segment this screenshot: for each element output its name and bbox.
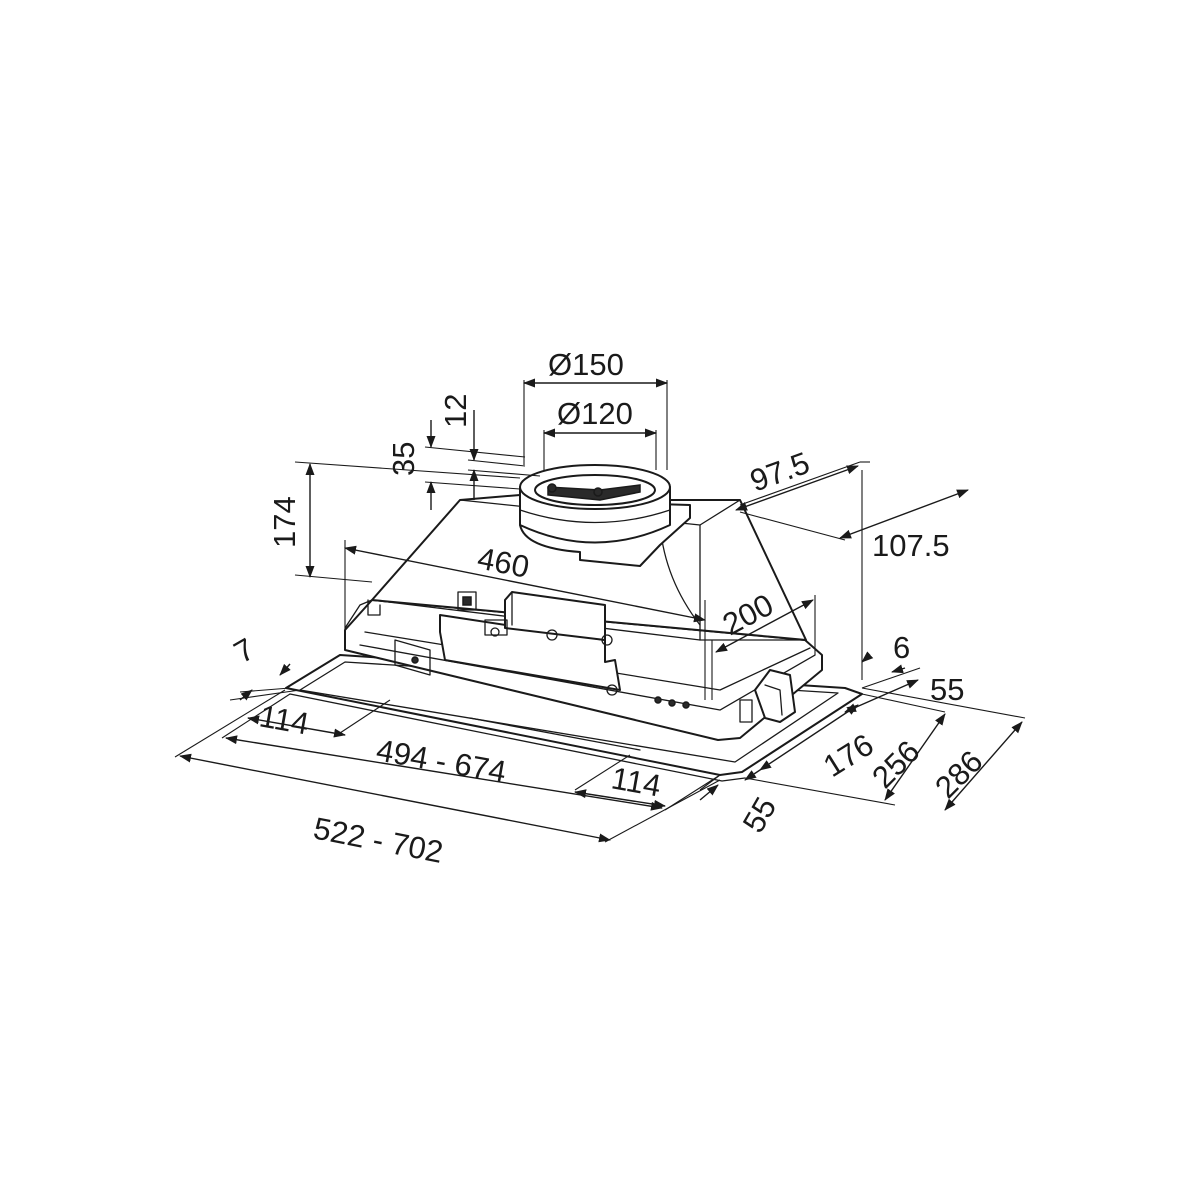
label-h174: 174 xyxy=(267,496,302,548)
label-d150: Ø150 xyxy=(548,347,624,382)
h35-ext-top xyxy=(424,446,526,458)
right-clamp-pin xyxy=(739,699,753,723)
d55b-arrow-a xyxy=(699,784,719,801)
label-w522-702: 522 - 702 xyxy=(311,811,446,870)
motor-screw-1 xyxy=(546,629,558,641)
d176-line xyxy=(759,704,859,771)
w522-line xyxy=(179,753,611,843)
d6-arrow-a xyxy=(861,651,874,663)
h174-ext-bottom xyxy=(294,574,373,583)
motor-screw-2 xyxy=(601,634,613,646)
connector-left-core xyxy=(462,596,472,606)
label-w114-right: 114 xyxy=(609,760,664,803)
d200-line xyxy=(715,599,814,653)
label-w114-left: 114 xyxy=(257,698,312,741)
h35-ext-bottom xyxy=(424,481,521,490)
collar-mid-line xyxy=(519,509,671,524)
label-h12: 12 xyxy=(438,394,473,428)
control-panel xyxy=(394,639,431,676)
light-dot-3 xyxy=(668,699,676,707)
light-dot-2 xyxy=(654,696,662,704)
h12-ext-bottom xyxy=(467,469,541,477)
dimension-lines xyxy=(174,378,1026,843)
w114l-line xyxy=(247,715,346,738)
damper-hinge-1 xyxy=(547,483,557,493)
label-d55-bottom: 55 xyxy=(736,791,784,838)
bottom-frame-lip xyxy=(289,693,746,782)
w522-ext-left xyxy=(174,689,286,758)
d286-line xyxy=(944,721,1023,811)
light-dot-4 xyxy=(682,701,690,709)
w114l-ext-left xyxy=(229,689,301,701)
label-d120: Ø120 xyxy=(557,396,633,431)
d107-ext xyxy=(739,511,846,541)
label-d6: 6 xyxy=(893,630,910,665)
h12-ext-top xyxy=(467,459,526,467)
label-d286: 286 xyxy=(928,744,989,805)
w460-line xyxy=(344,545,706,623)
label-d256: 256 xyxy=(865,734,926,795)
label-d107: 107.5 xyxy=(872,528,950,563)
corner-screw xyxy=(606,684,618,696)
d97-line xyxy=(735,465,859,511)
d256-ext xyxy=(744,777,896,806)
d286-ext xyxy=(861,687,1026,719)
duct-collar xyxy=(519,464,691,567)
w494-ext-left xyxy=(221,693,291,739)
w114l-ext-right xyxy=(339,699,391,734)
light-dot-1 xyxy=(411,656,419,664)
label-d55-right: 55 xyxy=(930,672,964,707)
d107-line xyxy=(839,489,969,539)
w522-ext-right xyxy=(604,779,721,843)
d6-arrow-b xyxy=(891,664,906,674)
label-h35: 35 xyxy=(386,442,421,476)
d55b-arrow-b xyxy=(744,769,761,781)
motor-screw-3 xyxy=(490,627,500,637)
damper-hinge-2 xyxy=(593,487,603,497)
label-w494-674: 494 - 674 xyxy=(374,732,509,789)
d6-ext xyxy=(861,667,921,689)
h174-ext-top xyxy=(294,461,521,479)
label-d7: 7 xyxy=(228,631,260,670)
d7-arrow-a xyxy=(279,663,291,676)
d256-line xyxy=(884,713,946,801)
